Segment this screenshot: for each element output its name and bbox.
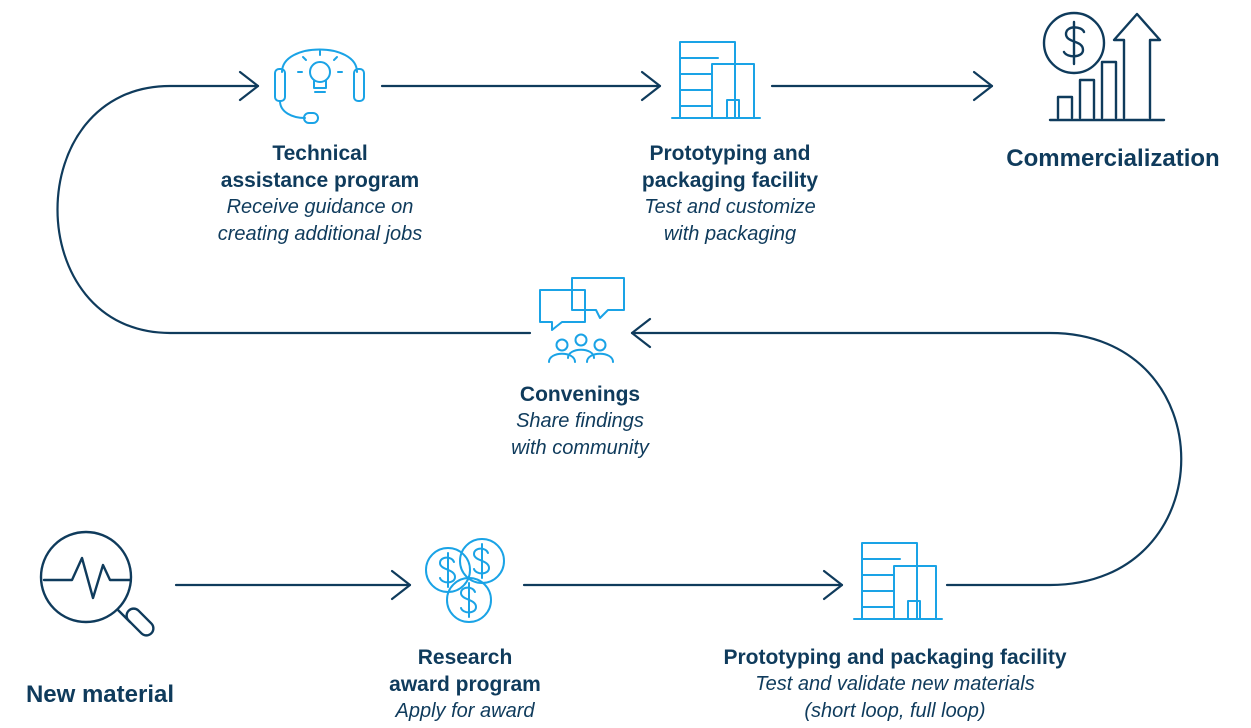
node-title: award program: [389, 673, 541, 696]
node-description: Share findings: [516, 410, 644, 432]
arrow-convenings-loop-to-technical: [56, 70, 532, 335]
community-chat-icon: [539, 277, 625, 363]
node-title: Prototyping and packaging facility: [723, 646, 1067, 669]
headset-lightbulb-icon: [274, 48, 365, 124]
arrow-technical-to-prototyping: [380, 70, 662, 102]
node-description: creating additional jobs: [217, 223, 423, 245]
node-description: Test and validate new materials: [755, 673, 1035, 695]
convenings-node: Convenings Share findings with community: [450, 381, 710, 462]
node-description: (short loop, full loop): [804, 700, 986, 722]
node-title: New material: [25, 681, 175, 708]
revenue-growth-icon: [1042, 11, 1166, 122]
building-icon: [853, 542, 943, 620]
building-icon: [671, 41, 761, 119]
node-title: Prototyping and: [649, 142, 811, 165]
node-description: with community: [511, 437, 649, 459]
node-description: Test and customize: [644, 196, 816, 218]
node-description: with packaging: [663, 223, 797, 245]
node-title: Commercialization: [1006, 145, 1220, 172]
arrow-prototyping-to-commercialization: [770, 70, 994, 102]
new-material-node: New material: [0, 680, 200, 710]
arrow-new-material-to-research: [174, 569, 412, 601]
node-title: assistance program: [220, 169, 420, 192]
connectors: [56, 70, 1183, 601]
coins-icon: [425, 538, 505, 623]
commercialization-node: Commercialization: [975, 144, 1251, 174]
arrow-research-to-prototyping: [522, 569, 844, 601]
node-description: Receive guidance on: [226, 196, 414, 218]
prototyping-bottom-node: Prototyping and packaging facility Test …: [660, 644, 1130, 725]
node-title: Convenings: [519, 383, 641, 406]
technical-assistance-node: Technical assistance program Receive gui…: [180, 140, 460, 248]
node-description: Apply for award: [395, 700, 535, 722]
arrow-prototyping-loop-to-convenings: [630, 317, 1183, 587]
material-analysis-icon: [39, 530, 155, 637]
node-title: packaging facility: [641, 169, 819, 192]
prototyping-top-node: Prototyping and packaging facility Test …: [590, 140, 870, 248]
node-title: Technical: [272, 142, 368, 165]
node-title: Research: [417, 646, 513, 669]
research-award-node: Research award program Apply for award: [340, 644, 590, 725]
